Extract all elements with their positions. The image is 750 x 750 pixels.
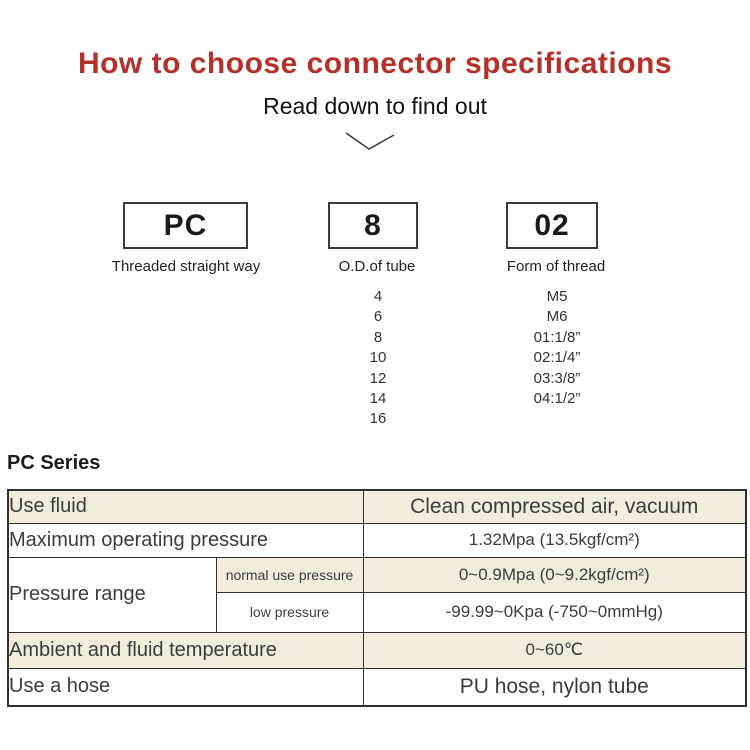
option-item: 02:1/4” — [533, 349, 581, 367]
option-item: 10 — [369, 349, 387, 367]
option-item: 6 — [373, 308, 383, 326]
spec-value-cell: PU hose, nylon tube — [362, 667, 747, 707]
spec-row-pressure-range-low: low pressure -99.99~0Kpa (-750~0mmHg) — [8, 591, 747, 633]
option-item: 14 — [369, 390, 387, 408]
page-title: How to choose connector specifications — [77, 47, 673, 80]
spec-label-cell: Use fluid — [7, 489, 364, 524]
option-item: 4 — [373, 288, 383, 305]
tube-od-options-list: 4 6 8 10 12 14 16 — [348, 287, 408, 430]
spec-value-cell: 0~0.9Mpa (0~9.2kgf/cm²) — [362, 556, 747, 593]
option-item: 12 — [369, 369, 387, 387]
spec-label-cell: Pressure range — [7, 556, 217, 633]
option-item: 01:1/8” — [533, 328, 581, 346]
code-box-series: PC — [123, 202, 248, 249]
series-heading: PC Series — [7, 452, 101, 474]
spec-row-use-fluid: Use fluid Clean compressed air, vacuum — [7, 489, 747, 524]
spec-label-cell: Use a hose — [7, 667, 364, 707]
option-item: M6 — [546, 308, 568, 326]
spec-sub-label-cell: low pressure — [215, 591, 364, 633]
spec-label-cell: Maximum operating pressure — [7, 522, 364, 558]
thread-form-options-list: M5 M6 01:1/8” 02:1/4” 03:3/8” 04:1/2” — [487, 287, 627, 409]
spec-sub-label-cell: normal use pressure — [215, 556, 364, 593]
spec-value-cell: 0~60℃ — [362, 631, 747, 669]
spec-value-cell: Clean compressed air, vacuum — [362, 489, 747, 524]
spec-table: Use fluid Clean compressed air, vacuum M… — [7, 489, 747, 707]
option-item: 8 — [373, 328, 383, 346]
page-subtitle: Read down to find out — [263, 93, 487, 119]
code-box-thread-form: 02 — [506, 202, 598, 249]
option-item: 04:1/2” — [533, 390, 581, 408]
spec-value-cell: -99.99~0Kpa (-750~0mmHg) — [362, 591, 747, 633]
spec-row-pressure-range-normal: Pressure range normal use pressure 0~0.9… — [7, 556, 747, 633]
spec-row-hose: Use a hose PU hose, nylon tube — [7, 667, 747, 707]
code-box-label-series: Threaded straight way — [111, 258, 261, 275]
code-box-label-thread-form: Form of thread — [506, 258, 606, 275]
spec-label-cell: Ambient and fluid temperature — [7, 631, 364, 669]
option-item: 03:3/8” — [533, 369, 581, 387]
code-box-tube-od: 8 — [328, 202, 418, 249]
option-item: M5 — [546, 288, 568, 305]
code-box-label-tube-od: O.D.of tube — [338, 258, 416, 275]
spec-value-cell: 1.32Mpa (13.5kgf/cm²) — [362, 522, 747, 558]
spec-row-temperature: Ambient and fluid temperature 0~60℃ — [7, 631, 747, 669]
spec-row-max-pressure: Maximum operating pressure 1.32Mpa (13.5… — [7, 522, 747, 558]
chevron-down-icon — [345, 132, 395, 150]
option-item: 16 — [369, 410, 387, 428]
